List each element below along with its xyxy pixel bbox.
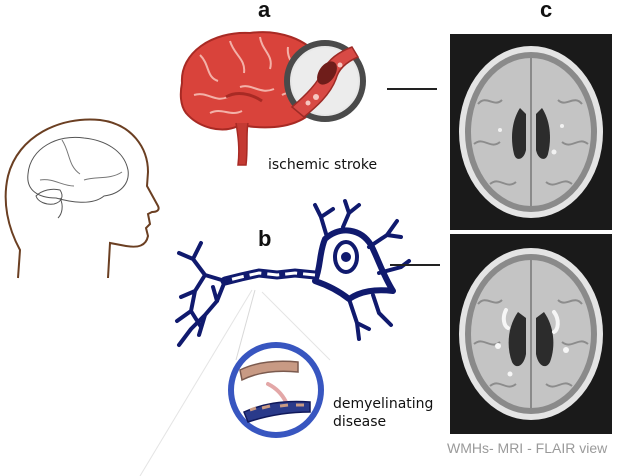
head-profile-icon bbox=[4, 118, 160, 279]
connector-line-b bbox=[390, 264, 440, 266]
demyelinating-label-line2: disease bbox=[333, 414, 387, 430]
panel-label-c: c bbox=[540, 0, 553, 22]
myelin-zoom-inset bbox=[228, 342, 324, 438]
demyelinating-label-line1: demyelinating bbox=[333, 396, 434, 412]
panel-label-a: a bbox=[258, 0, 271, 22]
brain-illustration bbox=[179, 31, 366, 166]
mri-scan-top bbox=[450, 34, 612, 230]
mri-caption: WMHs- MRI - FLAIR view bbox=[447, 440, 608, 456]
mri-scan-bottom bbox=[450, 234, 612, 434]
neuron-illustration bbox=[175, 199, 411, 347]
ischemic-stroke-label: ischemic stroke bbox=[268, 157, 378, 173]
connector-line-a bbox=[387, 88, 437, 90]
panel-label-b: b bbox=[258, 226, 272, 251]
